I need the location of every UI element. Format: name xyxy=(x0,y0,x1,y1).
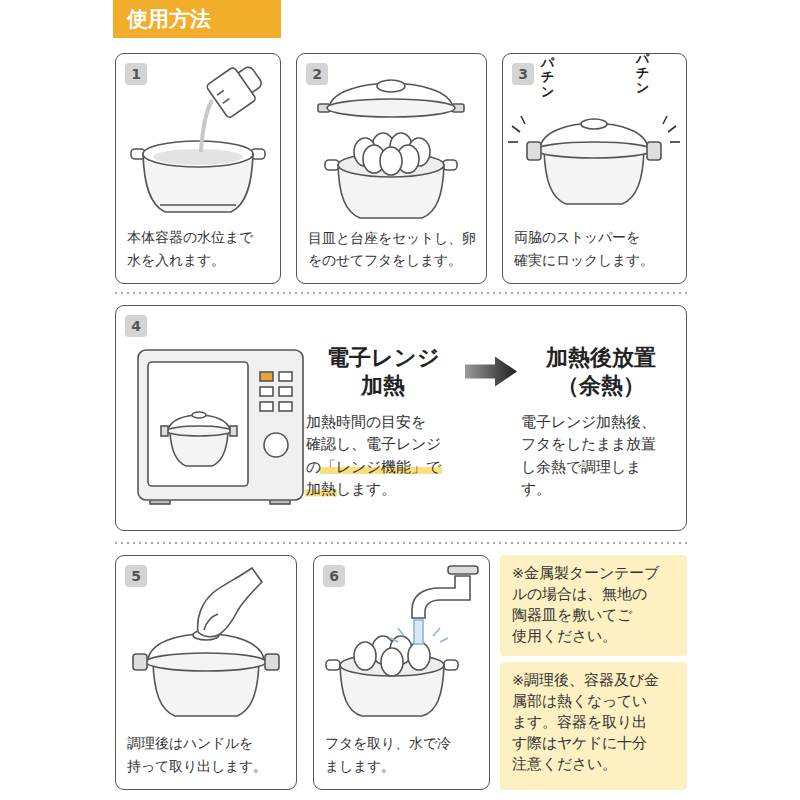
egg xyxy=(380,147,402,175)
tap-lever xyxy=(448,566,478,574)
microwave-window xyxy=(148,362,248,486)
burst-line xyxy=(512,126,520,132)
lid-brim xyxy=(146,653,266,671)
step-panel: 3 両脇のストッパーを 確実にロックします。 xyxy=(502,53,687,284)
step-number: 3 xyxy=(512,63,534,85)
lid xyxy=(318,80,464,117)
step-text: フタを取り、水で冷 まします。 xyxy=(325,732,457,778)
pot-handle xyxy=(326,660,340,670)
step-panel: 1 本体容器の水位まで 水を入れます。 xyxy=(115,53,281,284)
sound-label: パチン xyxy=(636,52,649,95)
pot-with-water xyxy=(131,141,265,212)
stage-heading: 電子レンジ 加熱 xyxy=(324,344,443,399)
stage-text: 加熱時間の目安を 確認し、電子レンジ の「レンジ機能」で 加熱します。 xyxy=(306,411,442,501)
pot-handle xyxy=(325,160,339,170)
hand xyxy=(198,568,262,637)
stopper xyxy=(647,142,661,160)
measuring-cup xyxy=(206,58,268,118)
stopper xyxy=(133,654,147,670)
egg xyxy=(381,648,403,676)
stage-block: 加熱後放置 （余熱） 電子レンジ加熱後、 フタをしたまま放置 し余熱で調理しま す… xyxy=(521,344,681,501)
stopper xyxy=(265,654,279,670)
lid-brim xyxy=(167,426,231,436)
lid-brim xyxy=(327,99,455,117)
title-tab: 使用方法 xyxy=(113,0,281,38)
step-number: 5 xyxy=(125,565,147,587)
cup-scale xyxy=(217,91,224,96)
lid-knob xyxy=(377,80,405,92)
separator xyxy=(115,542,687,544)
water-flow xyxy=(390,620,448,644)
pot-handle xyxy=(444,660,458,670)
separator xyxy=(115,292,687,294)
click-burst xyxy=(508,116,680,142)
stopper xyxy=(161,426,168,436)
step-text: 目皿と台座をセットし、卵 をのせてフタをします。 xyxy=(308,227,479,273)
pot-under-tap xyxy=(326,566,478,716)
cup-scale xyxy=(223,99,230,104)
control-dial xyxy=(264,433,288,457)
step-text: 調理後はハンドルを 持って取り出します。 xyxy=(127,732,273,778)
step-text: 両脇のストッパーを 確実にロックします。 xyxy=(514,226,660,272)
splash xyxy=(433,628,440,636)
step-text: 本体容器の水位まで 水を入れます。 xyxy=(127,226,259,272)
water xyxy=(153,149,243,165)
control-button xyxy=(260,387,273,396)
stage-text: 電子レンジ加熱後、 フタをしたまま放置 し余熱で調理しま す。 xyxy=(521,411,657,501)
note-text: ※金属製ターンテーブ ルの場合は、無地の 陶器皿を敷いてご 使用ください。 xyxy=(512,563,663,647)
microwave-body xyxy=(138,350,303,500)
pot-body xyxy=(170,432,228,466)
note-box: ※調理後、容器及び金 属部は熱くなってい ます。容器を取り出 す際はヤケドに十分… xyxy=(500,662,687,790)
control-button xyxy=(279,387,292,396)
finger-line xyxy=(204,614,218,630)
burst-line xyxy=(521,116,525,124)
lid-knob xyxy=(581,119,607,129)
stopper xyxy=(527,142,541,160)
note-box: ※金属製ターンテーブ ルの場合は、無地の 陶器皿を敷いてご 使用ください。 xyxy=(500,555,687,656)
burst-line xyxy=(508,141,518,143)
lid-brim xyxy=(536,142,652,158)
step-number: 6 xyxy=(323,565,345,587)
pot-lifted xyxy=(133,568,279,716)
egg xyxy=(354,642,376,670)
pot-base xyxy=(160,204,236,206)
tap xyxy=(412,576,470,618)
closed-pot xyxy=(527,119,661,204)
control-button xyxy=(260,402,273,411)
pot-with-eggs xyxy=(325,133,457,218)
control-button xyxy=(279,402,292,411)
control-button xyxy=(279,372,292,381)
egg xyxy=(408,642,430,670)
flow-arrow xyxy=(465,357,517,387)
splash xyxy=(398,628,404,636)
water-stream xyxy=(201,100,212,152)
water-stream xyxy=(414,620,423,644)
lid-knob xyxy=(192,412,206,418)
note-text: ※調理後、容器及び金 属部は熱くなってい ます。容器を取り出 す際はヤケドに十分… xyxy=(512,670,663,775)
pot-rim xyxy=(143,141,253,167)
step-panel: 5 調理後はハンドルを 持って取り出します。 xyxy=(115,555,297,790)
cup-handle xyxy=(238,65,263,93)
step-number: 2 xyxy=(306,63,328,85)
stopper xyxy=(230,426,237,436)
splash xyxy=(390,638,398,642)
cup-body xyxy=(206,66,257,118)
step-panel: 2 目皿と台座をセットし、卵 をのせてフタをします。 xyxy=(296,53,487,284)
splash xyxy=(440,638,448,642)
stage-heading: 加熱後放置 （余熱） xyxy=(542,344,661,399)
step-panel: 4 電子レンジ 加熱加熱時間の目安を 確認し、電子レンジ の「レンジ機能」で 加熱… xyxy=(115,305,687,531)
control-button xyxy=(260,372,273,381)
burst-line xyxy=(668,126,676,132)
microwave xyxy=(138,350,303,504)
burst-line xyxy=(663,116,667,124)
step-number: 1 xyxy=(125,63,147,85)
stage-block: 電子レンジ 加熱加熱時間の目安を 確認し、電子レンジ の「レンジ機能」で 加熱し… xyxy=(306,344,461,501)
sound-label: パチン xyxy=(541,56,554,99)
burst-line xyxy=(670,141,680,143)
pot-handle xyxy=(443,160,457,170)
step-number: 4 xyxy=(125,315,147,337)
step-panel: 6 フタを取り、水で冷 まします。 xyxy=(313,555,490,790)
